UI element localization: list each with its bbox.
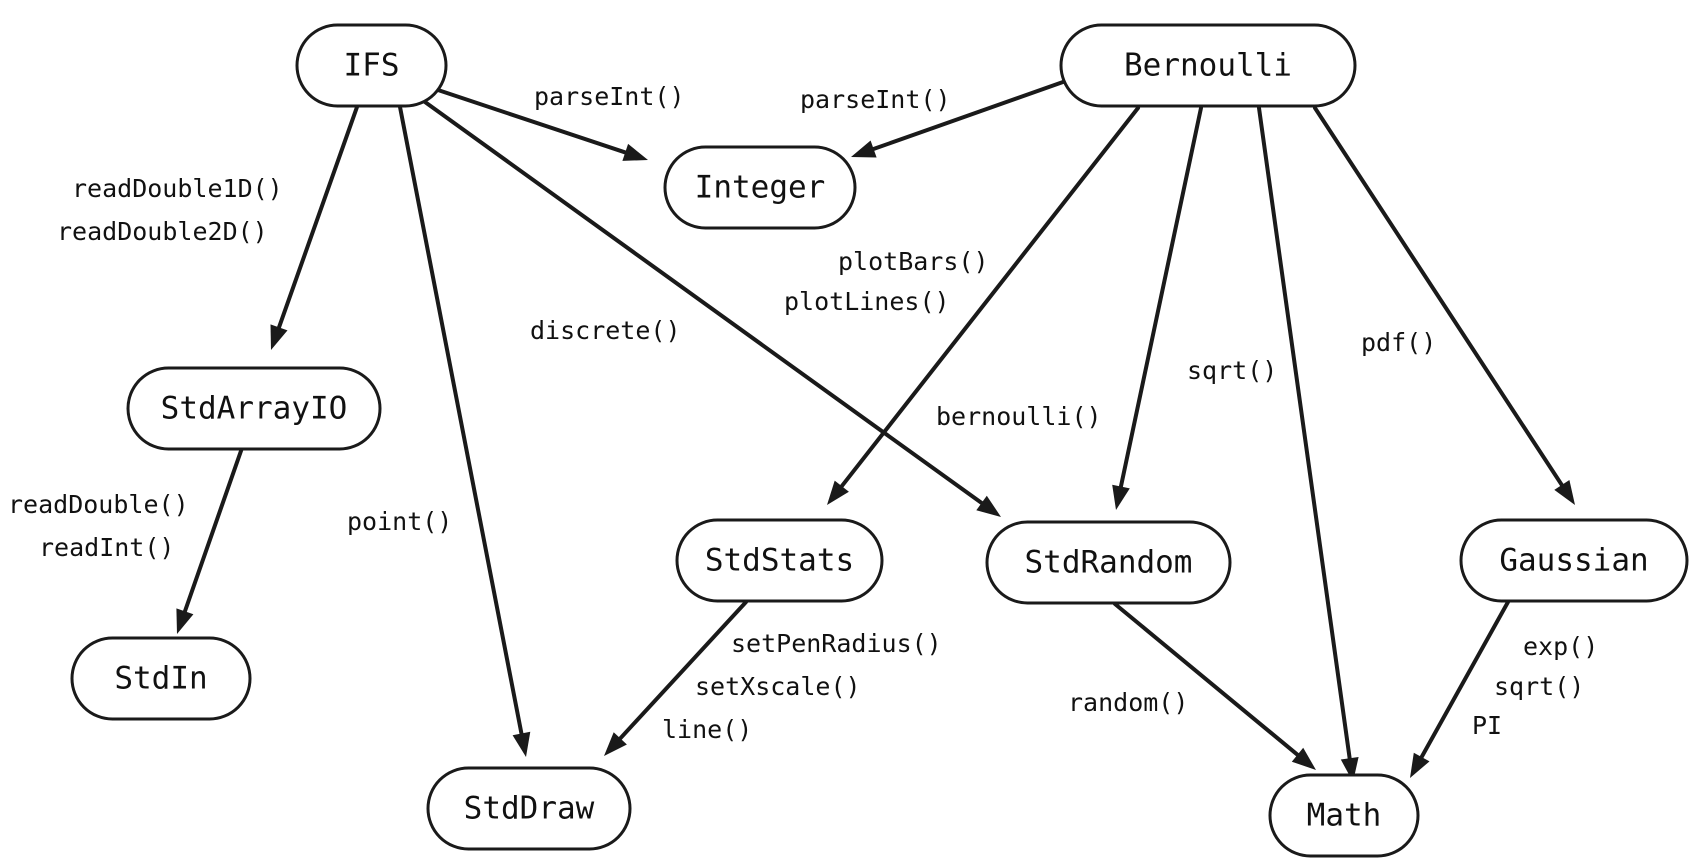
- edge-stdarrayio-stdin: [181, 446, 244, 618]
- label-stdarrayio-stdin-2: readInt(): [39, 533, 174, 562]
- label-stdstats-stddraw-2: setXscale(): [695, 672, 861, 701]
- node-label-bernoulli: Bernoulli: [1124, 48, 1292, 84]
- edge-ifs-integer: [436, 88, 631, 156]
- label-ifs-stddraw-1: point(): [347, 507, 452, 536]
- label-bernoulli-stdstats-2: plotLines(): [784, 287, 950, 316]
- label-gaussian-math-3: PI: [1472, 711, 1502, 740]
- edge-stdstats-stddraw: [615, 600, 748, 744]
- edge-stdstats-stddraw-arrowhead: [604, 732, 627, 756]
- node-integer[interactable]: Integer: [663, 145, 857, 230]
- edge-ifs-stddraw-arrowhead: [512, 731, 531, 757]
- edge-gaussian-math-arrowhead: [1410, 752, 1430, 778]
- edges: [181, 80, 1566, 765]
- edge-ifs-stdarrayio-arrowhead: [270, 324, 288, 350]
- arrowheads: [176, 140, 1575, 782]
- node-label-stdstats: StdStats: [705, 543, 854, 579]
- edge-stdrandom-math-arrowhead: [1291, 747, 1316, 770]
- node-stdstats[interactable]: StdStats: [675, 518, 884, 603]
- node-label-integer: Integer: [695, 170, 826, 206]
- edge-ifs-stdarrayio: [275, 105, 359, 334]
- edge-bernoulli-integer: [867, 80, 1065, 153]
- node-label-stdin: StdIn: [114, 661, 207, 697]
- edge-stdrandom-math: [1113, 602, 1303, 760]
- edge-bernoulli-stdstats-arrowhead: [827, 480, 849, 505]
- node-label-stdarrayio: StdArrayIO: [161, 391, 348, 427]
- label-ifs-stdrandom-1: discrete(): [530, 316, 681, 345]
- edge-bernoulli-integer-arrowhead: [851, 140, 877, 158]
- label-bernoulli-math-1: sqrt(): [1187, 356, 1277, 385]
- label-stdrandom-math-1: random(): [1068, 688, 1188, 717]
- node-math[interactable]: Math: [1268, 773, 1420, 858]
- label-bernoulli-stdrandom-1: bernoulli(): [936, 402, 1102, 431]
- node-gaussian[interactable]: Gaussian: [1459, 518, 1689, 603]
- label-stdarrayio-stdin-1: readDouble(): [8, 490, 189, 519]
- edge-bernoulli-gaussian-arrowhead: [1554, 480, 1575, 505]
- label-gaussian-math-1: exp(): [1523, 632, 1598, 661]
- node-ifs[interactable]: IFS: [295, 23, 448, 108]
- node-label-stddraw: StdDraw: [464, 791, 595, 827]
- label-ifs-stdarrayio-2: readDouble2D(): [57, 217, 268, 246]
- edge-labels: parseInt() parseInt() readDouble1D() rea…: [8, 82, 1598, 744]
- label-stdstats-stddraw-1: setPenRadius(): [731, 629, 942, 658]
- edge-bernoulli-stdrandom-arrowhead: [1112, 484, 1130, 510]
- edge-ifs-stdrandom: [423, 100, 987, 508]
- edge-ifs-stddraw: [398, 105, 525, 740]
- edge-bernoulli-stdrandom: [1118, 106, 1203, 493]
- node-stdrandom[interactable]: StdRandom: [985, 520, 1232, 605]
- edge-bernoulli-stdstats: [837, 106, 1140, 492]
- node-label-math: Math: [1307, 798, 1382, 834]
- edge-bernoulli-gaussian: [1313, 106, 1566, 491]
- node-bernoulli[interactable]: Bernoulli: [1059, 23, 1357, 108]
- node-stdarrayio[interactable]: StdArrayIO: [126, 366, 382, 451]
- edge-bernoulli-math: [1257, 106, 1353, 765]
- node-label-stdrandom: StdRandom: [1025, 545, 1193, 581]
- label-bernoulli-gaussian-1: pdf(): [1361, 328, 1436, 357]
- node-stdin[interactable]: StdIn: [70, 636, 252, 721]
- edge-stdarrayio-stdin-arrowhead: [176, 608, 194, 634]
- node-label-gaussian: Gaussian: [1499, 543, 1648, 579]
- edge-ifs-integer-arrowhead: [622, 143, 648, 161]
- edge-gaussian-math: [1417, 600, 1510, 763]
- node-label-ifs: IFS: [344, 48, 400, 84]
- label-ifs-integer-1: parseInt(): [534, 82, 685, 111]
- label-bernoulli-integer-1: parseInt(): [800, 85, 951, 114]
- label-bernoulli-stdstats-1: plotBars(): [838, 247, 989, 276]
- label-ifs-stdarrayio-1: readDouble1D(): [72, 174, 283, 203]
- label-stdstats-stddraw-3: line(): [662, 715, 752, 744]
- edge-ifs-stdrandom-arrowhead: [976, 495, 1001, 517]
- label-gaussian-math-2: sqrt(): [1494, 672, 1584, 701]
- node-stddraw[interactable]: StdDraw: [426, 766, 632, 851]
